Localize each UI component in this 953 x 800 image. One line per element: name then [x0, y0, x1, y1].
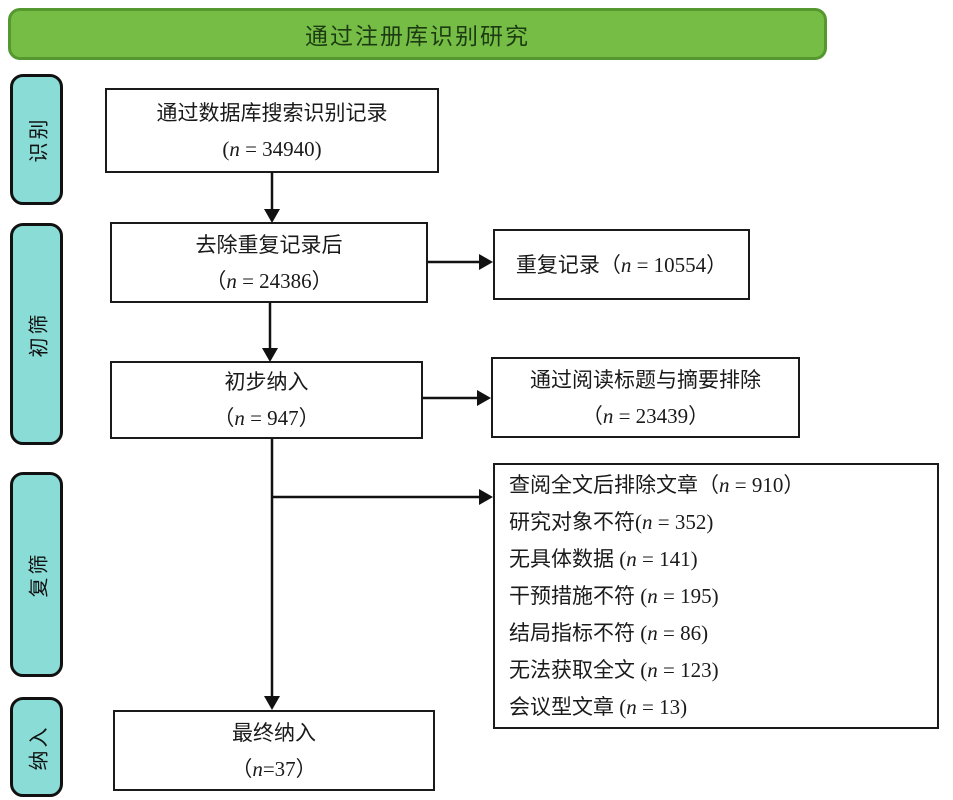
fulltext-excluded-line: 无法获取全文 (n = 123)	[509, 657, 719, 682]
box-final-included-count: （n=37）	[231, 756, 317, 781]
box-preliminary-included-title: 初步纳入	[224, 370, 309, 394]
stage-re-screening: 复筛	[10, 472, 63, 677]
fulltext-excluded-line: 干预措施不符 (n = 195)	[509, 583, 719, 608]
box-after-dedup-title: 去除重复记录后	[195, 232, 343, 257]
fulltext-excluded-line: 研究对象不符(n = 352)	[509, 509, 714, 534]
fulltext-excluded-line: 无具体数据 (n = 141)	[509, 546, 698, 571]
box-fulltext-excluded: 查阅全文后排除文章（n = 910） 研究对象不符(n = 352) 无具体数据…	[493, 463, 939, 729]
fulltext-excluded-line: 查阅全文后排除文章（n = 910）	[509, 472, 805, 497]
box-records-identified: 通过数据库搜索识别记录 (n = 34940)	[105, 88, 439, 173]
stage-included: 纳入	[10, 697, 63, 797]
box-preliminary-included-count: （n = 947）	[213, 406, 320, 430]
box-final-included-title: 最终纳入	[232, 720, 316, 745]
arrow-right-dedup-to-duplicates-icon	[428, 254, 493, 270]
box-after-dedup: 去除重复记录后 （n = 24386）	[110, 222, 428, 303]
arrow-right-branch-to-fulltext-icon	[272, 489, 493, 505]
box-final-included: 最终纳入 （n=37）	[113, 710, 435, 791]
arrow-down-preliminary-to-final-icon	[264, 439, 280, 710]
stage-initial-screening: 初筛	[10, 223, 63, 445]
arrow-right-preliminary-to-title-abstract-icon	[423, 390, 491, 406]
arrow-down-dedup-to-preliminary-icon	[262, 303, 278, 362]
fulltext-excluded-line: 结局指标不符 (n = 86)	[509, 620, 709, 645]
stage-initial-screening-label: 初筛	[28, 311, 50, 357]
box-duplicate-records: 重复记录（n = 10554）	[493, 229, 750, 300]
stage-identification: 识别	[10, 74, 63, 205]
box-duplicate-records-label: 重复记录（n = 10554）	[515, 252, 728, 277]
fulltext-excluded-line: 会议型文章 (n = 13)	[509, 694, 688, 719]
box-preliminary-included: 初步纳入 （n = 947）	[110, 361, 423, 439]
arrow-down-identified-to-dedup-icon	[264, 172, 280, 223]
stage-re-screening-label: 复筛	[28, 551, 50, 598]
registry-banner: 通过注册库识别研究	[8, 8, 827, 60]
stage-included-label: 纳入	[28, 724, 50, 770]
box-after-dedup-count: （n = 24386）	[205, 268, 333, 293]
box-records-identified-count: (n = 34940)	[222, 136, 322, 161]
box-title-abstract-excluded: 通过阅读标题与摘要排除 （n = 23439）	[491, 357, 800, 438]
box-title-abstract-excluded-count: （n = 23439）	[581, 403, 710, 428]
box-records-identified-title: 通过数据库搜索识别记录	[156, 100, 388, 125]
registry-banner-label: 通过注册库识别研究	[305, 24, 530, 49]
box-title-abstract-excluded-title: 通过阅读标题与摘要排除	[530, 367, 761, 392]
stage-identification-label: 识别	[28, 116, 50, 163]
